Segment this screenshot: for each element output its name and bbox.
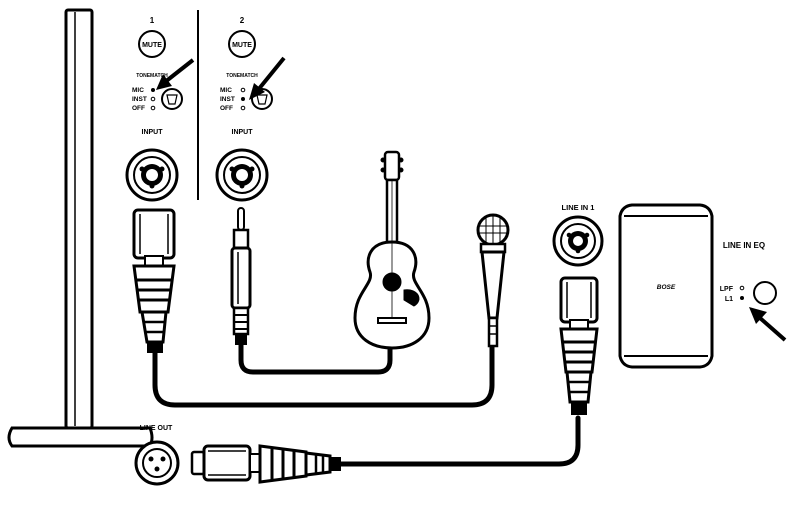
channel-1: 1 MUTE TONEMATCH MIC INST OFF INPUT — [125, 16, 195, 202]
line-in-eq-led-l1 — [740, 296, 744, 300]
cables — [152, 315, 581, 467]
line-in-eq-led-lpf — [739, 285, 745, 291]
channel-1-tonematch-button[interactable] — [161, 88, 183, 110]
line-in-eq: LINE IN EQ LPF L1 — [720, 241, 787, 342]
line-in-eq-option-lpf: LPF — [720, 286, 734, 293]
line-in-eq-arrow-icon — [749, 307, 787, 342]
channel-1-mode-mic: MIC — [132, 87, 144, 94]
xlr-connector-line-in-1 — [559, 276, 599, 415]
channel-2: 2 MUTE TONEMATCH MIC INST OFF INPUT — [215, 16, 286, 202]
instrument-cable-guitar-to-channel-2 — [238, 315, 393, 375]
xlr-connector-channel-1 — [132, 208, 176, 353]
xlr-connector-line-out — [190, 444, 341, 484]
channel-1-mute-label: MUTE — [142, 42, 162, 49]
channel-1-arrow-icon — [156, 58, 195, 90]
channel-2-mode-inst: INST — [220, 96, 235, 103]
channel-1-number: 1 — [150, 16, 155, 25]
channel-1-tonematch-label: TONEMATCH — [136, 73, 168, 79]
channel-1-combo-jack[interactable] — [125, 148, 179, 202]
channel-2-mode-off: OFF — [220, 105, 233, 112]
line-in-1: LINE IN 1 — [552, 203, 604, 267]
channel-1-mute-button[interactable]: MUTE — [138, 30, 166, 58]
channel-2-mute-label: MUTE — [232, 42, 252, 49]
line-out: LINE OUT — [134, 425, 180, 486]
channel-2-number: 2 — [240, 16, 245, 25]
channel-1-mode-off: OFF — [132, 105, 145, 112]
line-in-1-combo-jack[interactable] — [552, 215, 604, 267]
line-in-eq-option-l1: L1 — [725, 296, 733, 303]
channel-2-mute-button[interactable]: MUTE — [228, 30, 256, 58]
channel-2-led-off — [240, 105, 246, 111]
channel-1-led-off — [150, 105, 156, 111]
channel-1-led-mic — [151, 88, 155, 92]
line-in-eq-button[interactable] — [753, 281, 777, 305]
speaker-brand-logo: BOSE — [657, 284, 676, 291]
channel-2-led-inst — [241, 97, 245, 101]
instrument-plug-channel-2 — [230, 207, 252, 345]
line-in-1-label: LINE IN 1 — [562, 203, 595, 212]
channel-1-input-label: INPUT — [142, 129, 164, 136]
channel-2-arrow-icon — [249, 56, 286, 100]
xlr-cable-line-out-to-line-in — [332, 415, 581, 467]
channel-2-mode-mic: MIC — [220, 87, 232, 94]
channel-1-mode-inst: INST — [132, 96, 147, 103]
subwoofer-speaker: BOSE — [618, 203, 714, 369]
xlr-cable-mic-to-channel-1 — [152, 342, 495, 408]
line-in-eq-label: LINE IN EQ — [723, 241, 765, 250]
acoustic-guitar-icon — [353, 150, 431, 350]
channel-1-led-inst — [150, 96, 156, 102]
channel-2-tonematch-label: TONEMATCH — [226, 73, 258, 79]
microphone-icon — [476, 213, 510, 348]
column-array-stand — [7, 8, 154, 448]
channel-2-led-mic — [240, 87, 246, 93]
channel-2-input-label: INPUT — [232, 129, 254, 136]
line-out-xlr-jack[interactable] — [134, 440, 180, 486]
line-out-label: LINE OUT — [140, 425, 173, 432]
channel-2-combo-jack[interactable] — [215, 148, 269, 202]
